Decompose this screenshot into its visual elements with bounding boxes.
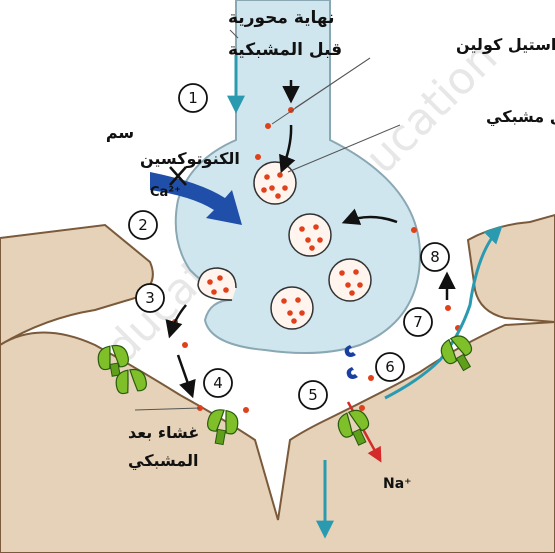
sodium-label: Na⁺ <box>383 476 412 492</box>
right-cell <box>468 215 555 322</box>
toxin-label-2: الكنوتوكسين <box>140 149 240 168</box>
svg-text:2: 2 <box>138 216 148 234</box>
toxin-label-1: سم <box>106 123 134 142</box>
vesicle <box>271 287 313 329</box>
step-3: 3 <box>136 284 164 312</box>
enzyme-icon <box>345 345 358 379</box>
postsynaptic-label-1: غشاء بعد <box>128 423 199 442</box>
svg-text:8: 8 <box>430 248 440 266</box>
axon-terminal-label-2: قبل المشبكية <box>228 40 342 60</box>
axon-terminal-label-1: نهاية محورية <box>228 8 335 28</box>
step-2: 2 <box>129 211 157 239</box>
step-8: 8 <box>421 243 449 271</box>
calcium-label: Ca²⁺ <box>150 185 181 200</box>
svg-text:1: 1 <box>188 89 198 107</box>
step-4: 4 <box>204 369 232 397</box>
synaptic-vesicle-label: حويصل مشبكي <box>486 107 555 127</box>
acetylcholine-label: استيل كولين <box>456 35 555 54</box>
step-1: 1 <box>179 84 207 112</box>
vesicle <box>289 214 331 256</box>
svg-text:5: 5 <box>308 386 318 404</box>
step-5: 5 <box>299 381 327 409</box>
svg-text:3: 3 <box>145 289 155 307</box>
vesicle <box>329 259 371 301</box>
step-6: 6 <box>376 353 404 381</box>
postsynaptic-label-2: المشبكي <box>128 451 199 471</box>
vesicle <box>254 162 296 204</box>
step-7: 7 <box>404 308 432 336</box>
svg-text:6: 6 <box>385 358 395 376</box>
svg-text:7: 7 <box>413 313 423 331</box>
svg-text:4: 4 <box>213 374 223 392</box>
